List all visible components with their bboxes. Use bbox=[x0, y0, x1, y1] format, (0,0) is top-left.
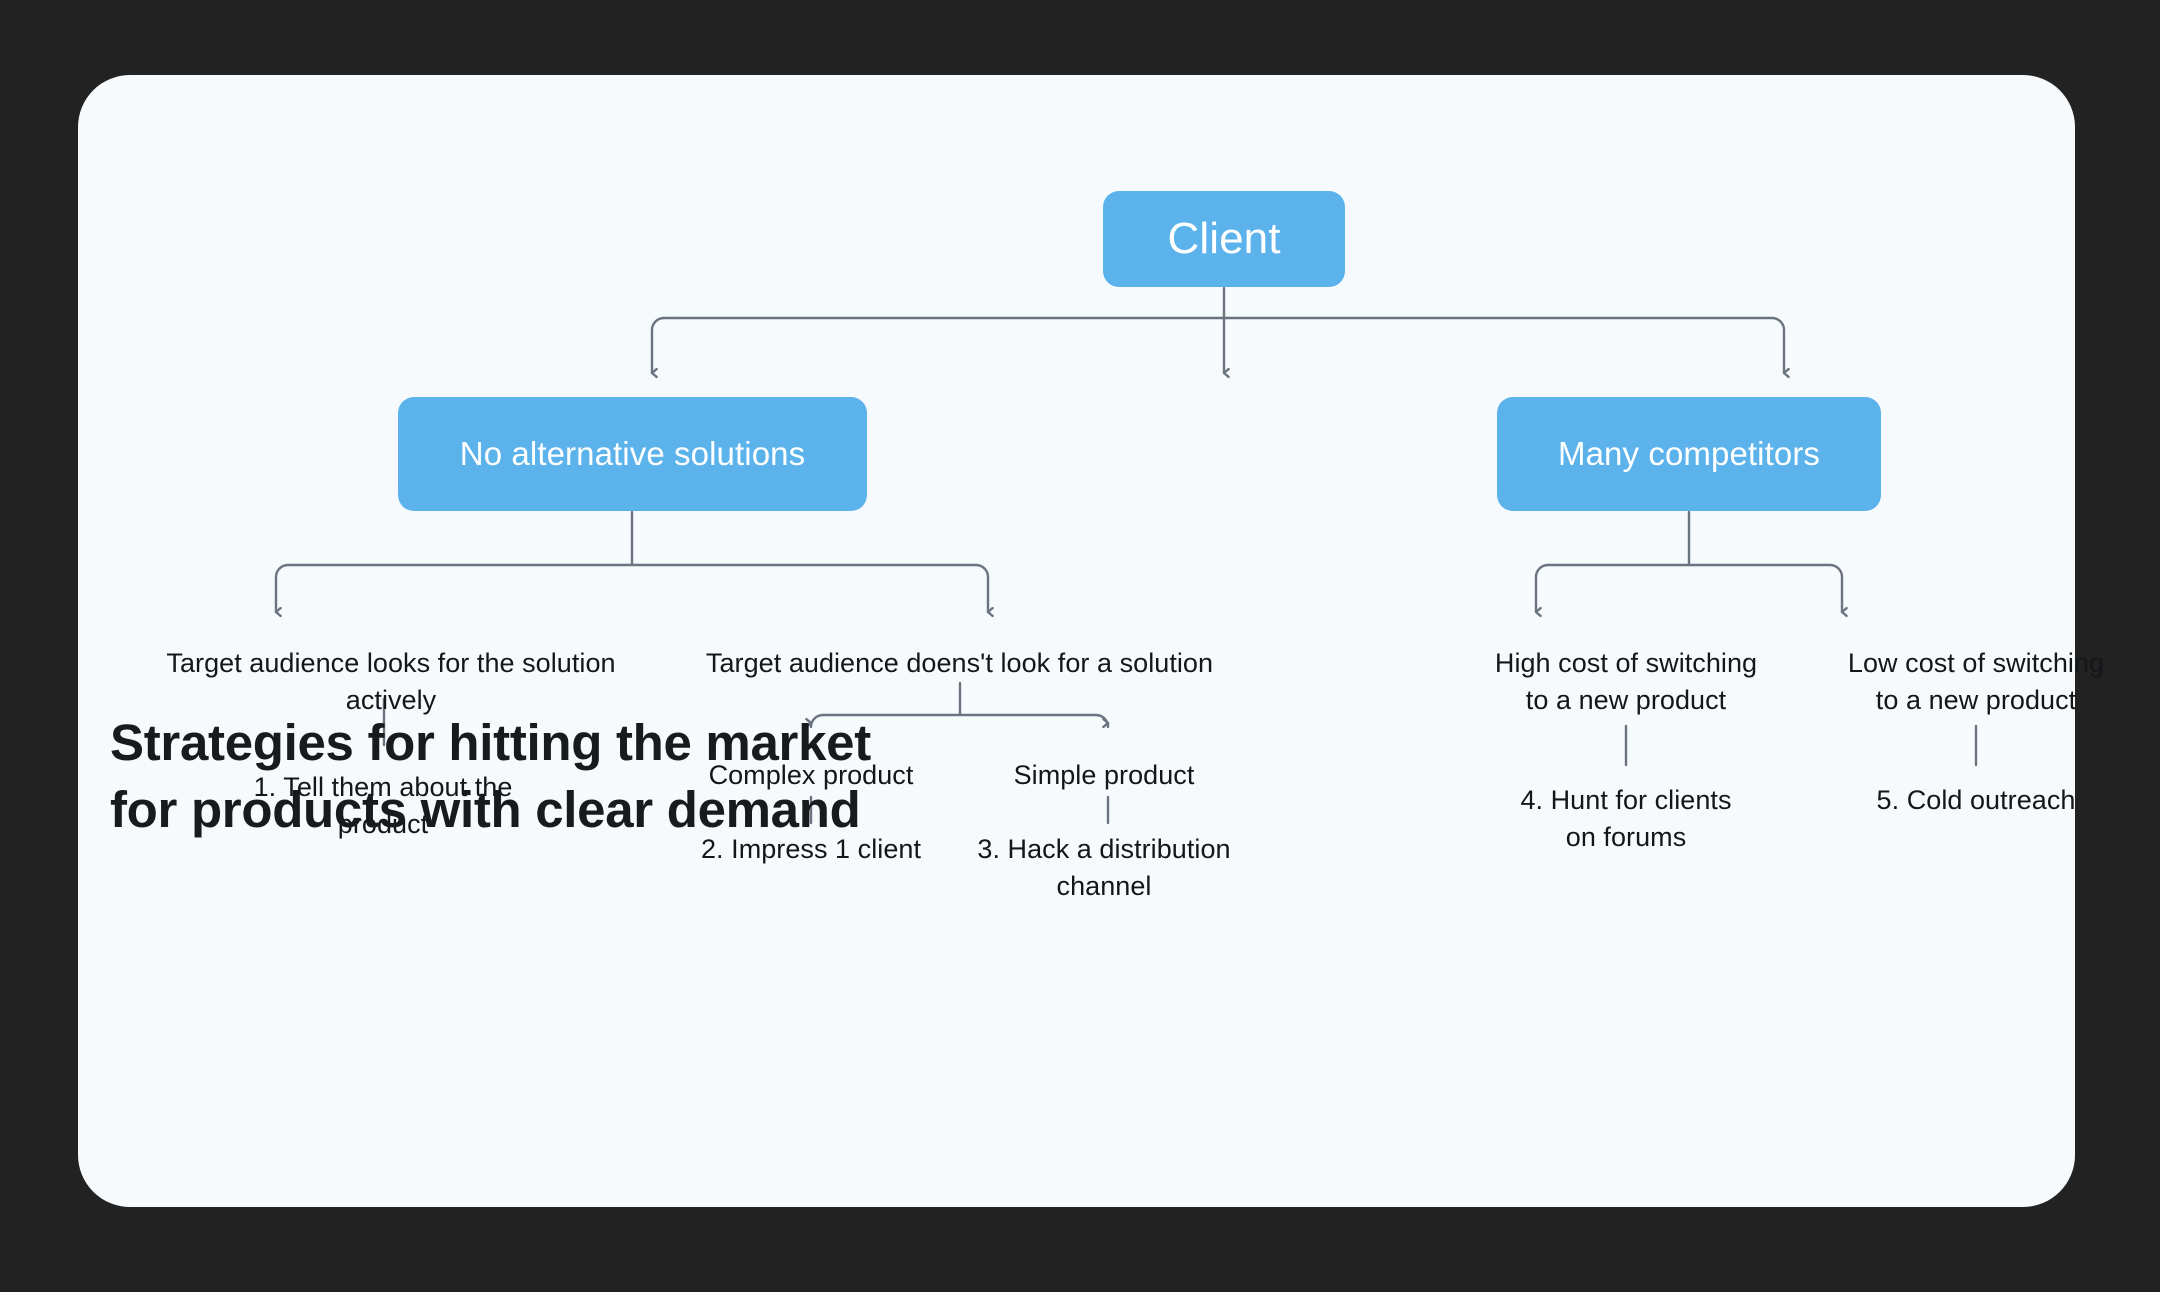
node-no-alternative-solutions-label: No alternative solutions bbox=[459, 435, 806, 472]
node-hack-a-distribution-channel: 3. Hack a distribution channel bbox=[943, 831, 1265, 905]
label-line-2: product bbox=[337, 808, 429, 839]
label-line-1: Low cost of switching bbox=[1847, 648, 2105, 678]
label-line-1: Target audience looks for the solution bbox=[166, 648, 616, 678]
node-many-competitors-label: Many competitors bbox=[1557, 435, 1821, 472]
label-line-2: channel bbox=[1056, 870, 1152, 901]
node-high-cost-of-switching: High cost of switching to a new product bbox=[1456, 645, 1796, 719]
node-impress-1-client: 2. Impress 1 client bbox=[650, 831, 972, 868]
diagram-card: Client No alternative solutions Many com… bbox=[78, 75, 2104, 1207]
node-no-alternative-solutions[interactable]: No alternative solutions bbox=[398, 397, 867, 511]
label-line-1: 1. Tell them about the bbox=[253, 772, 513, 802]
node-hunt-for-clients-on-forums: 4. Hunt for clients on forums bbox=[1456, 782, 1796, 856]
label-line-2: on forums bbox=[1565, 821, 1687, 852]
node-target-audience-looks-actively: Target audience looks for the solution a… bbox=[136, 645, 646, 719]
edge-client-to-no-alt bbox=[652, 316, 678, 373]
edge-client-to-many-comp bbox=[1770, 316, 1790, 379]
node-simple-product: Simple product bbox=[943, 757, 1265, 794]
page-title-line-1: Strategies for hitting the market bbox=[110, 714, 871, 771]
label-line-2: to a new product bbox=[1525, 684, 1727, 715]
label-line-1: 5. Cold outreach bbox=[1876, 785, 2076, 815]
label-line-1: Target audience doens't look for a solut… bbox=[705, 648, 1214, 678]
node-cold-outreach: 5. Cold outreach bbox=[1806, 782, 2146, 819]
label-line-1: High cost of switching bbox=[1494, 648, 1758, 678]
label-line-1: Complex product bbox=[708, 760, 914, 790]
connector-layer bbox=[274, 286, 1978, 825]
label-line-2: to a new product bbox=[1875, 684, 2077, 715]
label-line-1: 2. Impress 1 client bbox=[700, 834, 922, 864]
node-complex-product: Complex product bbox=[650, 757, 972, 794]
label-line-1: 4. Hunt for clients bbox=[1520, 785, 1732, 815]
node-client-label: Client bbox=[1167, 214, 1281, 263]
edge-noalt-to-no-look bbox=[974, 563, 994, 618]
edge-manycomp-to-high-cost bbox=[1534, 563, 1550, 618]
node-client[interactable]: Client bbox=[1103, 191, 1345, 287]
node-target-audience-does-not-look: Target audience doens't look for a solut… bbox=[672, 645, 1247, 682]
page-title-line-2: for products with clear demand bbox=[110, 781, 861, 839]
label-line-1: 3. Hack a distribution bbox=[977, 834, 1231, 864]
node-low-cost-of-switching: Low cost of switching to a new product bbox=[1806, 645, 2146, 719]
edge-noalt-to-look-active bbox=[274, 563, 290, 618]
node-tell-them-about-the-product: 1. Tell them about the product bbox=[183, 769, 583, 843]
label-line-1: Simple product bbox=[1013, 760, 1195, 790]
label-line-2: actively bbox=[345, 684, 437, 715]
page-title: Strategies for hitting the market for pr… bbox=[110, 709, 1210, 844]
node-many-competitors[interactable]: Many competitors bbox=[1497, 397, 1881, 511]
edge-manycomp-to-low-cost bbox=[1828, 563, 1848, 618]
